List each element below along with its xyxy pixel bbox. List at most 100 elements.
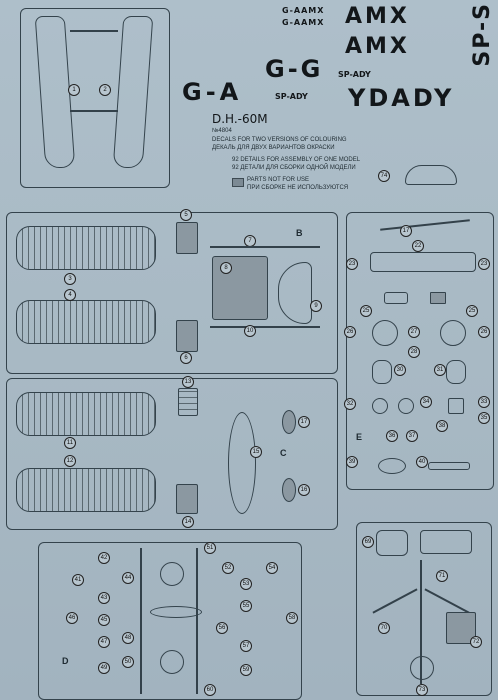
part-number: 49 (98, 662, 110, 674)
part-number: 6 (180, 352, 192, 364)
part-number: 31 (434, 364, 446, 376)
not-for-use-note-ru: ПРИ СБОРКЕ НЕ ИСПОЛЬЗУЮТСЯ (247, 185, 349, 191)
decal-g-g: G-G (265, 55, 324, 83)
part-number: 12 (64, 455, 76, 467)
sprue-frame-details (346, 212, 494, 490)
part-number: 25 (466, 305, 478, 317)
sprue-bar (140, 548, 142, 694)
upper-wing-part (16, 226, 156, 270)
part-number: 59 (240, 664, 252, 676)
part-number: 23 (346, 258, 358, 270)
catalog-number: №4804 (212, 128, 232, 134)
part-number: 22 (412, 240, 424, 252)
part-number: 26 (478, 326, 490, 338)
propeller-part (150, 606, 202, 618)
part-number: 10 (244, 325, 256, 337)
letter-d: D (62, 656, 69, 666)
part-number: 73 (416, 684, 428, 696)
part-number: 54 (266, 562, 278, 574)
part-number: 45 (98, 614, 110, 626)
sprue-bar (70, 110, 118, 112)
propeller-hub-part (440, 320, 466, 346)
part-number: 27 (408, 326, 420, 338)
small-detail-part (448, 398, 464, 414)
part-number: 56 (216, 622, 228, 634)
wheel-part (160, 562, 184, 586)
decals-note-en: DECALS FOR TWO VERSIONS OF COLOURING (212, 137, 347, 143)
sprue-bar (420, 560, 422, 684)
model-title: D.H.-60M (212, 112, 268, 126)
part-number: 57 (240, 640, 252, 652)
not-for-use-note-en: PARTS NOT FOR USE (247, 177, 310, 183)
axle-part (428, 462, 470, 470)
part-number: 42 (98, 552, 110, 564)
exhaust-part (384, 292, 408, 304)
part-number: 16 (298, 484, 310, 496)
part-number: 52 (222, 562, 234, 574)
part-number: 41 (72, 574, 84, 586)
part-number: 48 (122, 632, 134, 644)
details-note-en: 92 DETAILS FOR ASSEMBLY OF ONE MODEL (232, 157, 361, 163)
not-for-use-part (430, 292, 446, 304)
tailplane-part (228, 412, 256, 514)
decals-note-ru: ДЕКАЛЬ ДЛЯ ДВУХ ВАРИАНТОВ ОКРАСКИ (212, 145, 335, 151)
part-number: 46 (66, 612, 78, 624)
small-detail-part (398, 398, 414, 414)
part-number: 8 (220, 262, 232, 274)
part-number: 23 (478, 258, 490, 270)
decal-g-aamx-small: G-AAMX (282, 18, 325, 27)
details-note-ru: 92 ДЕТАЛИ ДЛЯ СБОРКИ ОДНОЙ МОДЕЛИ (232, 165, 356, 171)
part-number: 40 (416, 456, 428, 468)
sprue-frame-upper-wings (6, 212, 338, 374)
part-number: 30 (394, 364, 406, 376)
part-number: 25 (360, 305, 372, 317)
part-number: 53 (240, 578, 252, 590)
strut-part (178, 388, 198, 416)
tailskid-part (410, 656, 434, 680)
decal-g-aamx-small: G-AAMX (282, 6, 325, 15)
part-number: 50 (122, 656, 134, 668)
decal-sp-ady: SP-ADY (275, 92, 308, 101)
sprue-bar (210, 246, 320, 248)
cowl-panel-part (420, 530, 472, 554)
propeller-hub-part (372, 320, 398, 346)
not-for-use-swatch (232, 178, 244, 187)
part-number: 4 (64, 289, 76, 301)
letter-b: B (296, 228, 303, 238)
decal-g-a: G-A (182, 78, 243, 106)
part-number: 17 (400, 225, 412, 237)
part-number: 43 (98, 592, 110, 604)
seat-part (446, 360, 466, 384)
engine-front-part (376, 530, 408, 556)
part-number: 3 (64, 273, 76, 285)
lower-wing-part (16, 468, 156, 512)
part-number: 39 (346, 456, 358, 468)
seat-part (372, 360, 392, 384)
engine-cowl-part (370, 252, 476, 272)
wheel-detail-part (378, 458, 406, 474)
part-number: 28 (408, 346, 420, 358)
part-number: 35 (478, 412, 490, 424)
part-number: 74 (378, 170, 390, 182)
part-number: 47 (98, 636, 110, 648)
upper-wing-part (16, 300, 156, 344)
part-number: 72 (470, 636, 482, 648)
part-number: 13 (182, 376, 194, 388)
part-number: 33 (478, 396, 490, 408)
part-number: 36 (386, 430, 398, 442)
part-number: 1 (68, 84, 80, 96)
part-number: 55 (240, 600, 252, 612)
sprue-frame-fuselage (20, 8, 170, 188)
part-number: 60 (204, 684, 216, 696)
decal-ydady: YDADY (348, 84, 455, 112)
sprue-bar (70, 30, 118, 32)
wheel-part (282, 410, 296, 434)
sprue-frame-lower-wings (6, 378, 338, 530)
part-number: 14 (182, 516, 194, 528)
part-number: 11 (64, 437, 76, 449)
decal-amx: AMX (345, 34, 410, 59)
wheel-part (160, 650, 184, 674)
part-number: 44 (122, 572, 134, 584)
part-number: 26 (344, 326, 356, 338)
